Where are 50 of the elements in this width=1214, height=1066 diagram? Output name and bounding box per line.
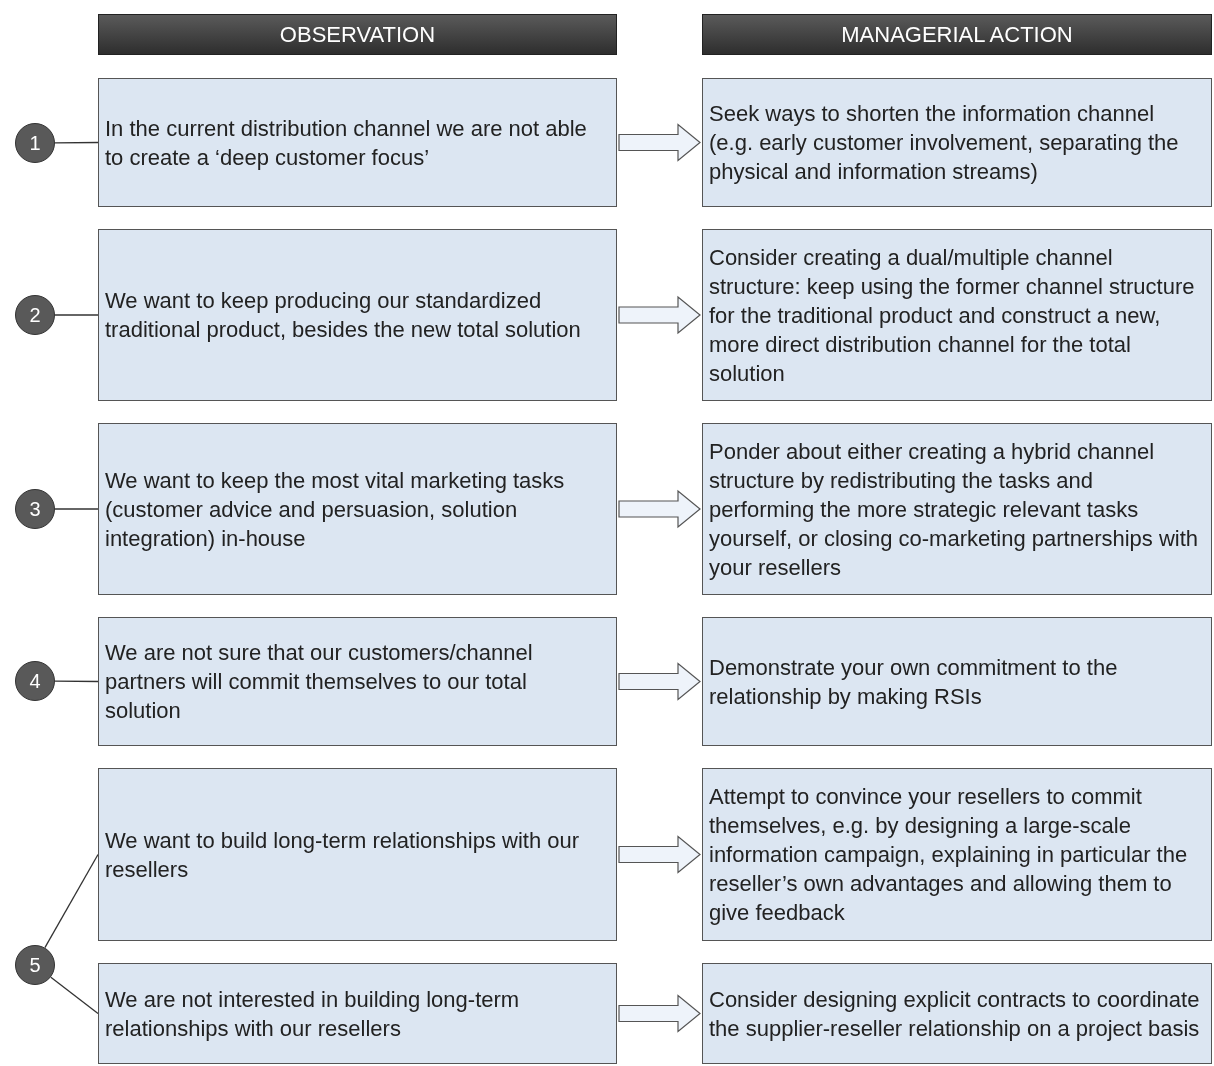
node-text: OBSERVATION [279, 21, 436, 48]
node-text: In the current distribution channel we are not able to create a ‘deep customer focus’ [105, 114, 588, 172]
text-box [98, 768, 617, 941]
node-text: 4 [29, 669, 41, 693]
node-text: 3 [29, 497, 41, 521]
connector-line [54, 508, 99, 510]
node-text: 2 [29, 303, 41, 327]
block-arrow [618, 489, 701, 529]
node-text: Seek ways to shorten the information channel (e.g. early customer involvement, separating the physical and information streams) [709, 100, 1180, 186]
block-arrow [618, 123, 701, 162]
text-box [98, 78, 617, 207]
node-text: We are not sure that our customers/channel partners will commit themselves to our total solution [105, 639, 534, 725]
node-text: MANAGERIAL ACTION [841, 21, 1073, 48]
node-text: 1 [29, 131, 41, 155]
node-text: Attempt to convince your resellers to commit themselves, e.g. by designing a large-scale information campaign, explaining in particular the reseller’s own advantages and allowing them to give feedback [709, 783, 1189, 927]
node-text: Ponder about either creating a hybrid channel structure by redistributing the tasks and performing the more strategic relevant tasks yourself, or closing co-marketing partnerships with your resellers [709, 437, 1200, 582]
node-text: Consider creating a dual/multiple channel structure: keep using the former channel structure for the traditional product and construct a new, more direct distribution channel for the total solution [709, 243, 1196, 388]
block-arrow [618, 994, 701, 1033]
node-text: Demonstrate your own commitment to the relationship by making RSIs [709, 653, 1119, 711]
block-arrow [618, 295, 701, 335]
number-circle [15, 295, 55, 335]
block-arrow [618, 835, 701, 874]
connector-line [44, 853, 99, 949]
text-box [98, 229, 617, 401]
text-box [98, 963, 617, 1064]
node-text: We want to build long-term relationships with our resellers [105, 826, 581, 884]
connector-line [50, 976, 99, 1015]
connector-line [54, 141, 99, 144]
block-arrow [618, 662, 701, 701]
node-text: 5 [29, 953, 41, 977]
column-header [702, 14, 1212, 55]
connector-line [54, 680, 99, 683]
text-box [702, 78, 1212, 207]
text-box [702, 768, 1212, 941]
text-box [702, 617, 1212, 746]
text-box [702, 963, 1212, 1064]
number-circle [15, 945, 55, 985]
column-header [98, 14, 617, 55]
number-circle [15, 489, 55, 529]
node-text: We want to keep the most vital marketing tasks (customer advice and persuasion, solution integration) in-house [105, 466, 566, 553]
node-text: We are not interested in building long-term relationships with our resellers [105, 985, 521, 1043]
node-text: We want to keep producing our standardized traditional product, besides the new total solution [105, 287, 582, 344]
connector-line [54, 314, 99, 316]
number-circle [15, 661, 55, 701]
text-box [702, 423, 1212, 595]
text-box [702, 229, 1212, 401]
text-box [98, 617, 617, 746]
number-circle [15, 123, 55, 163]
node-text: Consider designing explicit contracts to coordinate the supplier-reseller relationship on a project basis [709, 985, 1201, 1043]
text-box [98, 423, 617, 595]
